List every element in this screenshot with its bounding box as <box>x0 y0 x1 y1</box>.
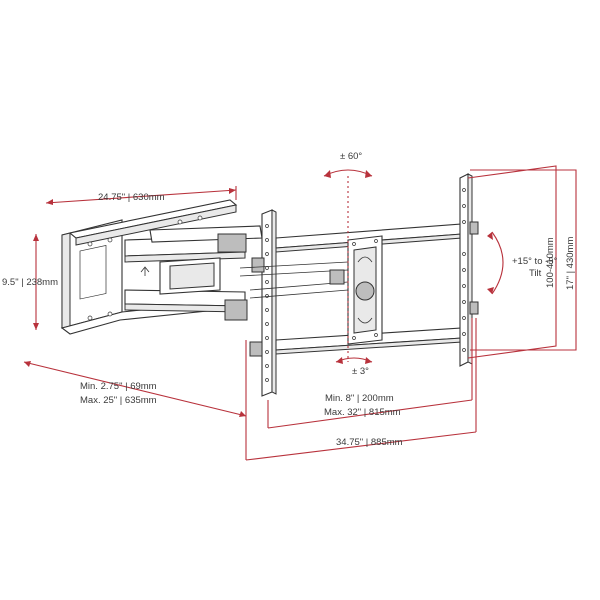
dimension-labels: 24.75" | 630mm 9.5" | 238mm Min. 2.75" |… <box>2 151 576 448</box>
wall-plate-width-label: 24.75" | 630mm <box>98 192 165 203</box>
vesa-vertical-label: 100-410mm <box>545 237 556 288</box>
level-label: ± 3° <box>352 366 369 377</box>
vesa-min-label: Min. 8" | 200mm <box>325 393 394 404</box>
vesa-max-label: Max. 32" | 815mm <box>324 407 401 418</box>
left-vertical-bracket <box>249 209 277 397</box>
center-plate <box>329 235 383 345</box>
wall-plate-height-label: 9.5" | 238mm <box>2 277 58 288</box>
extension-max-label: Max. 25" | 635mm <box>80 395 157 406</box>
total-height-label: 17" | 430mm <box>565 237 576 290</box>
lower-arm <box>124 257 248 321</box>
upper-arm <box>124 225 263 263</box>
horizontal-rails <box>239 223 463 355</box>
dimension-lines <box>23 165 577 461</box>
swivel-label: ± 60° <box>340 151 362 162</box>
extension-min-label: Min. 2.75" | 69mm <box>80 381 157 392</box>
mount-illustration <box>60 173 479 397</box>
total-width-label: 34.75" | 885mm <box>336 437 403 448</box>
right-vertical-bracket <box>459 173 479 367</box>
tilt-label: Tilt <box>529 268 542 279</box>
tilt-range-label: +15° to -5° <box>512 256 558 267</box>
